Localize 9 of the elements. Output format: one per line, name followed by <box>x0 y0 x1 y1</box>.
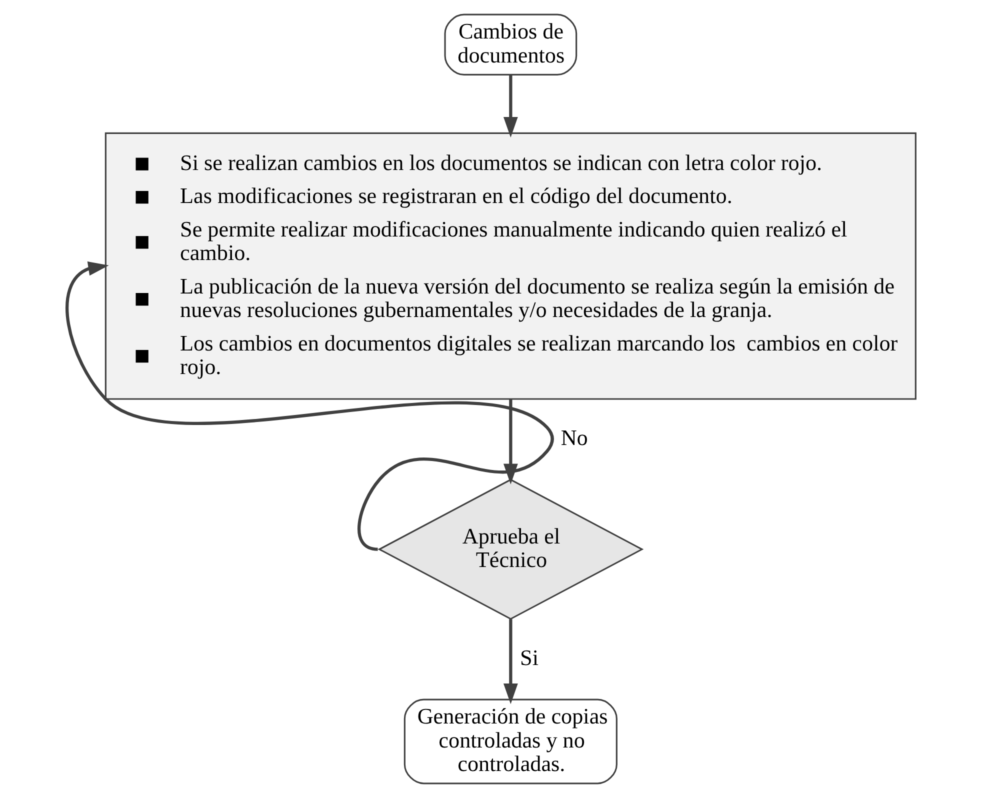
node-diamond: Aprueba el Técnico <box>377 478 644 620</box>
edge-label: Si <box>520 645 538 670</box>
arrow <box>65 261 554 551</box>
node-box: Si se realizan cambios en los documentos se indican con letra color rojo. Las modificaciones se registraran en el código del documento. Se permite realizar modificaciones manualmente indicando quien realizó el cambio. La publicación de la nueva versión del documento se realiza según la emisión de nuevas resoluciones gubernamentales y/o necesidades de la granja. Los cambios en documentos digitales se realizan marcando los cambios en color rojo. <box>104 132 916 400</box>
arrow <box>502 74 518 138</box>
edge-label: No <box>560 425 588 450</box>
arrow <box>502 619 518 704</box>
node-box: Cambios de documentos <box>444 14 577 76</box>
node-box: Generación de copias controladas y no controladas. <box>403 698 617 784</box>
